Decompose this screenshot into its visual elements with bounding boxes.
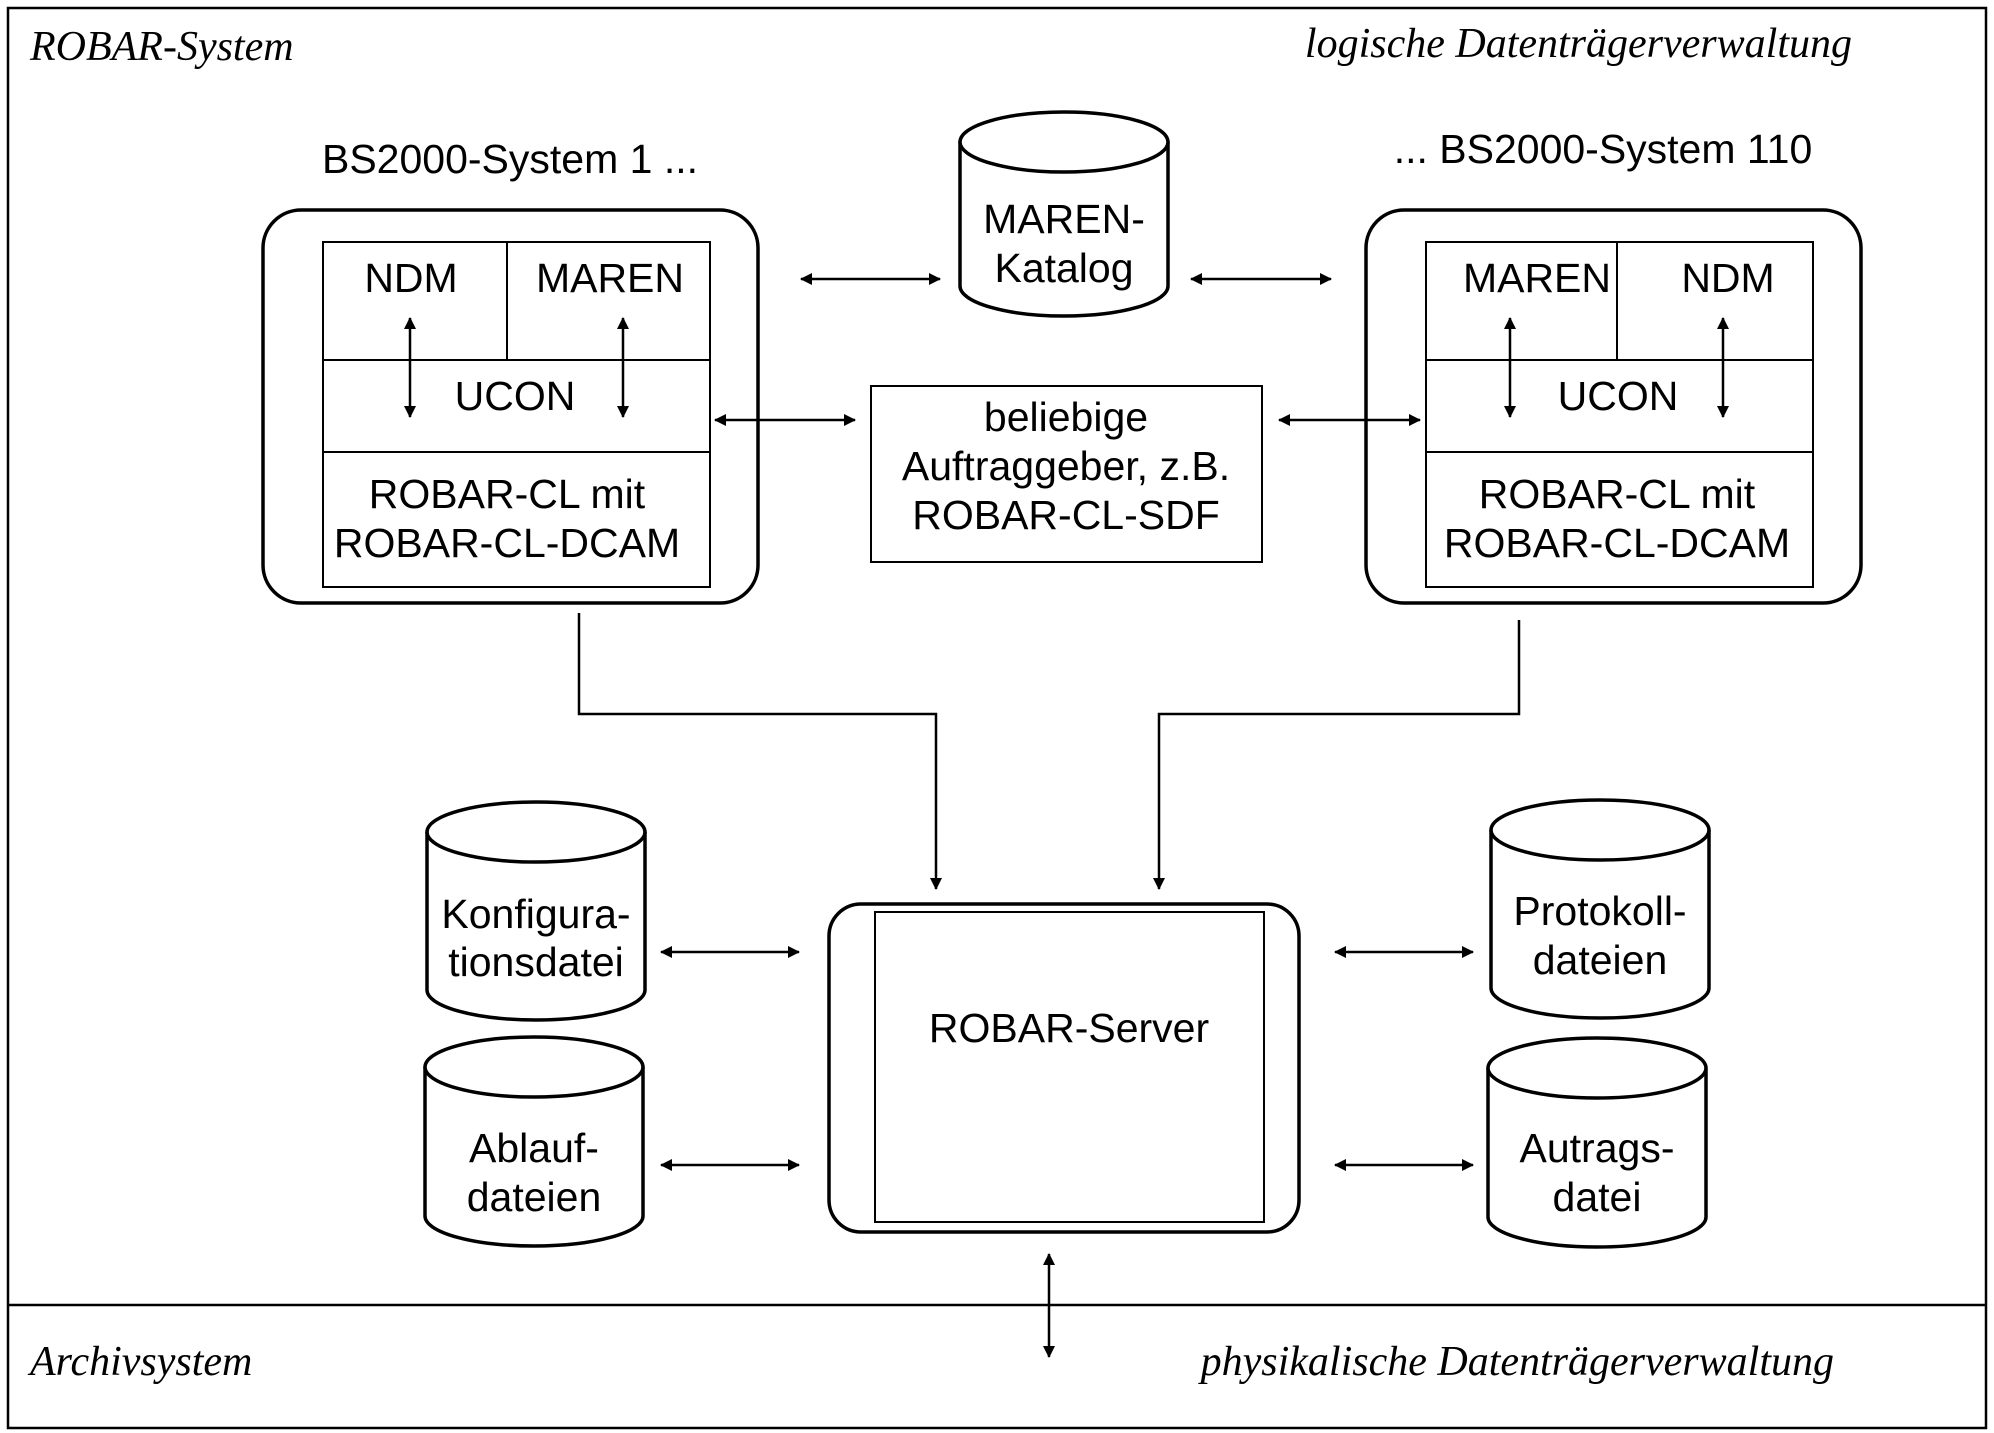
cylinder-body [958,142,1170,318]
auftrag-line1: Autrags- [1520,1125,1675,1171]
cell-ndm: NDM [364,255,457,301]
cell-ucon: UCON [1558,373,1679,419]
auftraggeber-line1: beliebige [984,394,1148,440]
konfig-line2: tionsdatei [448,939,624,985]
cell-maren: MAREN [536,255,684,301]
cylinder-top [1486,1036,1708,1100]
region-label-logische: logische Datenträgerverwaltung [1305,21,1852,67]
connector-right-system-server [1153,620,1521,890]
auftrag-line2: datei [1553,1174,1642,1220]
konfig-line1: Konfigura- [441,891,630,937]
auftraggeber-box: beliebige Auftraggeber, z.B. ROBAR-CL-SD… [870,385,1263,563]
cylinder-body [1489,830,1711,1020]
auftraggeber-line3: ROBAR-CL-SDF [912,492,1220,538]
auftraggeber-frame [870,385,1263,563]
ablauf-line2: dateien [467,1174,602,1220]
cylinder-body [425,832,647,1022]
robar-cl-line2: ROBAR-CL-DCAM [334,520,680,566]
cylinder-top [1489,798,1711,862]
cylinder-top [423,1035,645,1099]
region-label-physikalische: physikalische Datenträgerverwaltung [1198,1339,1834,1385]
robar-cl-line1: ROBAR-CL mit [1479,471,1756,517]
region-label-robar-system: ROBAR-System [29,24,294,70]
ablaufdateien-database: Ablauf- dateien [423,1035,645,1248]
auftraggeber-line2: Auftraggeber, z.B. [902,443,1230,489]
system-inner-box [322,241,711,588]
region-label-archivsystem: Archivsystem [27,1339,252,1385]
ablauf-line1: Ablauf- [469,1125,599,1171]
system-title: ... BS2000-System 110 [1394,126,1813,172]
robar-cl-line1: ROBAR-CL mit [369,471,646,517]
server-inner-box [874,911,1265,1223]
protokoll-line2: dateien [1533,937,1668,983]
katalog-line2: Katalog [994,245,1133,291]
katalog-line1: MAREN- [983,196,1145,242]
bs2000-system-left: BS2000-System 1 ... NDM MAREN UCON ROBAR… [261,136,760,605]
protokoll-line1: Protokoll- [1513,888,1686,934]
system-inner-box [1425,241,1814,588]
robar-cl-line2: ROBAR-CL-DCAM [1444,520,1790,566]
cylinder-body [1486,1068,1708,1249]
connector-left-system-server [577,613,942,890]
cell-ndm: NDM [1681,255,1774,301]
konfigurationsdatei-database: Konfigura- tionsdatei [425,800,647,1022]
maren-katalog-database: MAREN- Katalog [958,110,1170,318]
cell-maren: MAREN [1463,255,1611,301]
server-label: ROBAR-Server [929,1005,1209,1051]
robar-server: ROBAR-Server [827,902,1301,1234]
protokolldateien-database: Protokoll- dateien [1489,798,1711,1020]
cylinder-body [423,1067,645,1248]
system-title: BS2000-System 1 ... [322,136,698,182]
auftragsdatei-database: Autrags- datei [1486,1036,1708,1249]
bs2000-system-right: ... BS2000-System 110 MAREN NDM UCON ROB… [1364,126,1863,605]
cylinder-top [958,110,1170,174]
cylinder-top [425,800,647,864]
cell-ucon: UCON [455,373,576,419]
outer-frame [6,6,1988,1430]
